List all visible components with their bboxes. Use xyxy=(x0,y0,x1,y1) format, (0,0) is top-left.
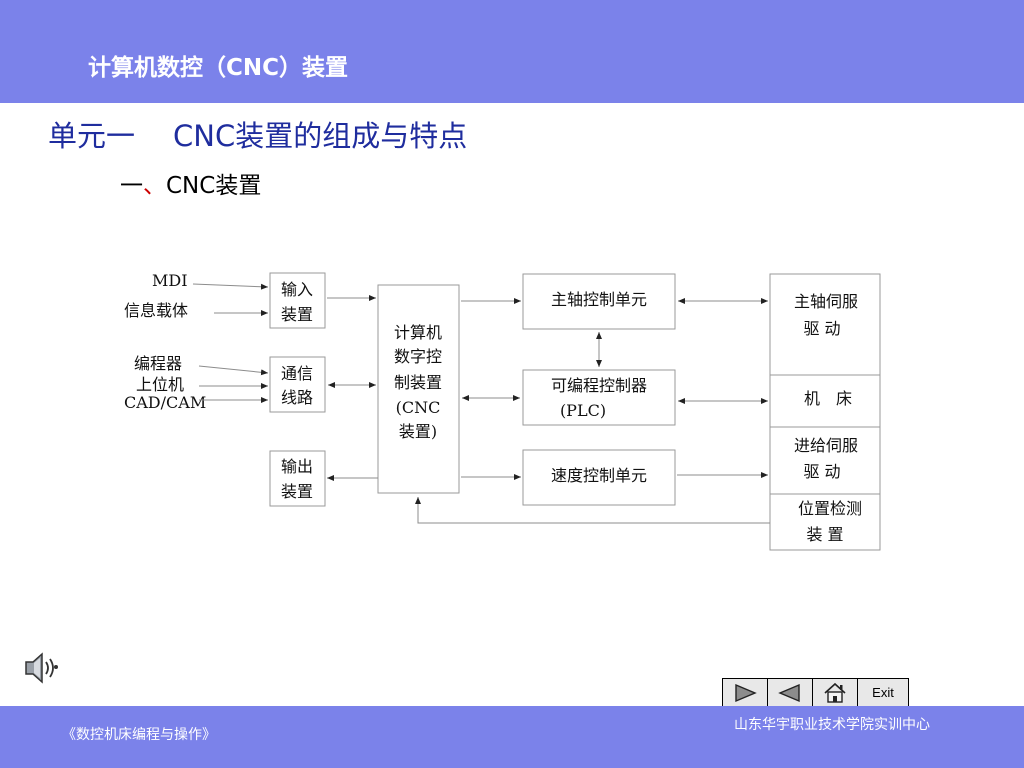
spindle-servo-line-2: 驱 动 xyxy=(803,319,840,338)
unit-title-text: CNC装置的组成与特点 xyxy=(173,119,468,153)
unit-title-prefix: 单元一 xyxy=(48,119,136,153)
machine-tool-box xyxy=(769,374,881,428)
section-title: 一、CNC装置 xyxy=(120,166,261,200)
cnc-unit-line-4: (CNC xyxy=(396,398,441,417)
cnc-unit-line-1: 计算机 xyxy=(394,323,442,342)
plc-line-2: (PLC) xyxy=(560,401,606,420)
output-device-line-1: 输出 xyxy=(281,457,313,476)
page-title: 计算机数控（CNC）装置 xyxy=(88,55,349,81)
position-detection-line-1: 位置检测 xyxy=(798,499,862,518)
section-title-text: CNC装置 xyxy=(166,173,262,199)
section-title-prefix: 一 xyxy=(120,173,143,199)
arrow-programmer xyxy=(198,365,269,376)
output-device-box xyxy=(269,450,326,507)
next-slide-button[interactable] xyxy=(723,679,768,706)
spindle-servo-box xyxy=(769,273,881,376)
previous-slide-button[interactable] xyxy=(768,679,813,706)
cnc-unit-line-2: 数字控 xyxy=(394,347,442,366)
unit-title: 单元一 CNC装置的组成与特点 xyxy=(48,113,467,155)
input-label-host: 上位机 xyxy=(136,375,184,394)
spindle-control-box xyxy=(522,273,676,330)
input-label-programmer: 编程器 xyxy=(134,354,182,373)
input-device-line-2: 装置 xyxy=(281,305,313,324)
comm-line-line-1: 通信 xyxy=(281,364,313,383)
play-left-icon xyxy=(778,683,800,702)
home-button[interactable] xyxy=(813,679,858,706)
cnc-unit-line-3: 制装置 xyxy=(394,373,442,392)
speaker-icon[interactable] xyxy=(22,648,62,688)
plc-box xyxy=(522,369,676,426)
speed-control-box xyxy=(522,449,676,506)
position-detection-line-2: 装 置 xyxy=(806,525,843,544)
footer-book-title: 《数控机床编程与操作》 xyxy=(62,727,216,743)
cnc-unit-box xyxy=(377,284,460,494)
input-label-mdi: MDI xyxy=(152,271,188,290)
footer-banner: 《数控机床编程与操作》 山东华宇职业技术学院实训中心 xyxy=(0,706,1024,768)
home-icon xyxy=(824,682,846,703)
speed-control-label: 速度控制单元 xyxy=(551,466,647,485)
machine-tool-label: 机 床 xyxy=(804,389,852,408)
feed-servo-box xyxy=(769,426,881,495)
arrow-mdi xyxy=(192,283,269,290)
output-device-line-2: 装置 xyxy=(281,482,313,501)
input-device-box xyxy=(269,272,326,329)
play-right-icon xyxy=(735,683,757,702)
feed-servo-line-2: 驱 动 xyxy=(803,462,840,481)
comm-line-line-2: 线路 xyxy=(281,388,313,407)
spindle-servo-line-1: 主轴伺服 xyxy=(794,292,858,311)
position-detection-box xyxy=(769,493,881,551)
feedback-arrow-position-to-cnc xyxy=(415,497,770,524)
feed-servo-line-1: 进给伺服 xyxy=(794,436,858,455)
spindle-control-label: 主轴控制单元 xyxy=(551,290,647,309)
slide-navigation: Exit xyxy=(722,678,909,707)
exit-button[interactable]: Exit xyxy=(858,679,908,706)
input-label-cadcam: CAD/CAM xyxy=(124,393,206,412)
input-label-carrier: 信息载体 xyxy=(124,301,188,320)
footer-institution: 山东华宇职业技术学院实训中心 xyxy=(734,717,930,733)
header-banner: 计算机数控（CNC）装置 xyxy=(0,0,1024,103)
plc-line-1: 可编程控制器 xyxy=(551,376,647,395)
section-title-separator: 、 xyxy=(143,173,166,199)
input-device-line-1: 输入 xyxy=(281,280,313,299)
comm-line-box xyxy=(269,356,326,413)
cnc-unit-line-5: 装置) xyxy=(399,422,437,441)
